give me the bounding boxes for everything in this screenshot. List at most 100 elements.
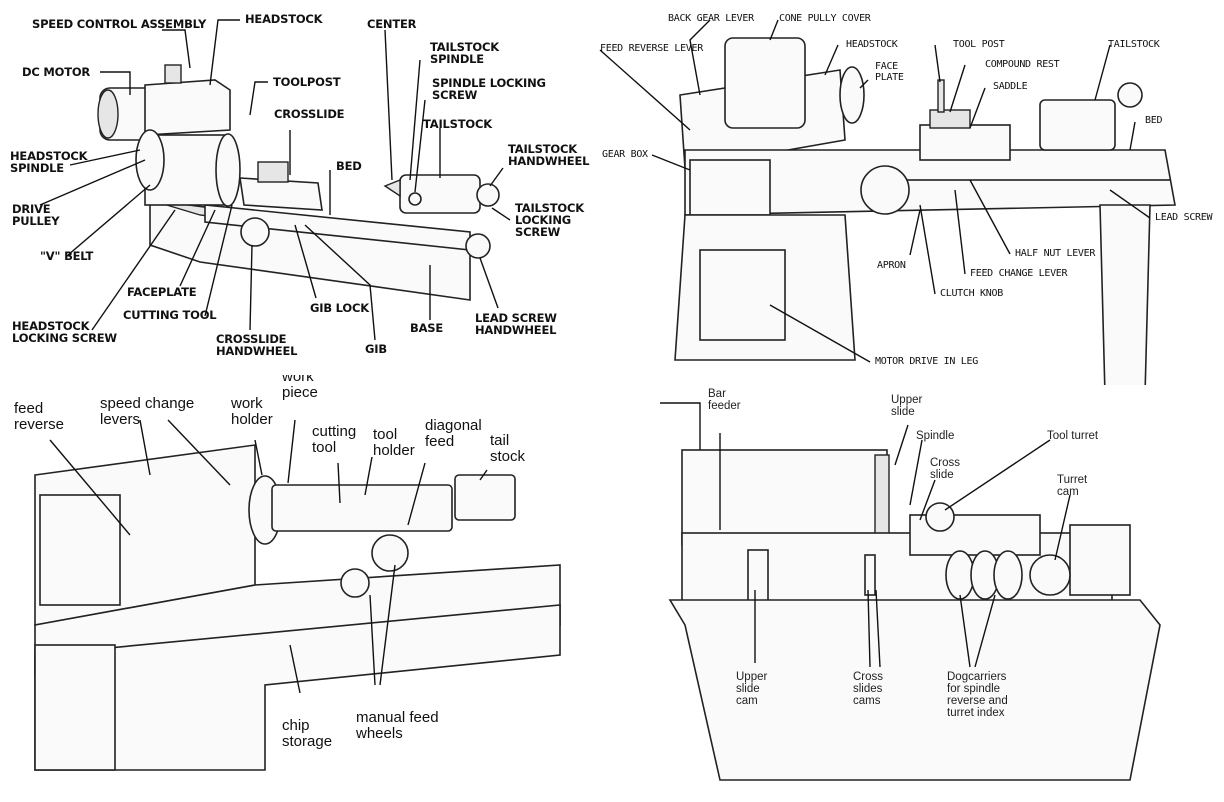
label-cutting-tool: CUTTING TOOL	[123, 308, 217, 322]
label-tool-post: TOOL POST	[953, 39, 1005, 50]
label-motor-drive-in-leg: MOTOR DRIVE IN LEG	[875, 356, 978, 367]
manual-feed-wheel-1	[371, 534, 409, 572]
label-tailstock-locking-screw: TAILSTOCK LOCKING SCREW	[515, 201, 584, 240]
label-speed-control-assembly: SPEED CONTROL ASSEMBLY	[32, 17, 207, 31]
label-lead-screw: LEAD SCREW	[1155, 212, 1213, 223]
label-compound-rest: COMPOUND REST	[985, 59, 1060, 70]
label-upper-slide-cam: Upper slide cam	[736, 671, 768, 708]
label-tail-stock: tail stock	[490, 432, 526, 465]
label-cone-pully-cover: CONE PULLY COVER	[779, 13, 871, 24]
label-crosslide-handwheel: CROSSLIDE HANDWHEEL	[216, 332, 298, 359]
face-plate-disc	[839, 66, 865, 124]
label-headstock-locking-screw: HEADSTOCK LOCKING SCREW	[12, 319, 117, 346]
label-cross-slides-cams: Cross slides cams	[853, 671, 884, 708]
faceplate-disc	[215, 133, 241, 207]
speed-control-box	[144, 79, 231, 136]
label-clutch-knob: CLUTCH KNOB	[940, 288, 1003, 299]
label-upper-slide: Upper slide	[891, 394, 923, 419]
dogcarrier-3	[993, 550, 1023, 600]
label-headstock: HEADSTOCK	[245, 12, 323, 26]
tailstock-handwheel-wheel	[476, 183, 500, 207]
screw-machine-panel: Bar feeder Upper slide Spindle Tool turr…	[640, 385, 1224, 802]
label-diagonal-feed: diagonal feed	[425, 417, 482, 450]
label-gib-lock: GIB LOCK	[310, 301, 369, 315]
upper-housing	[681, 449, 888, 546]
label-back-gear-lever: BACK GEAR LEVER	[668, 13, 754, 24]
lead-screw-handwheel-wheel	[465, 233, 491, 259]
modern-lathe-drawing	[34, 419, 561, 771]
center-point	[383, 178, 401, 198]
label-feed-reverse-lever: FEED REVERSE LEVER	[600, 43, 703, 54]
label-bar-feeder: Bar feeder	[708, 388, 741, 413]
engine-lathe-panel: BACK GEAR LEVER CONE PULLY COVER FEED RE…	[590, 0, 1224, 385]
label-gear-box: GEAR BOX	[602, 149, 648, 160]
label-tailstock: TAILSTOCK	[423, 117, 492, 131]
label-manual-feed-wheels: manual feed wheels	[356, 709, 439, 742]
label-faceplate: FACEPLATE	[127, 285, 197, 299]
label-bed: BED	[336, 159, 362, 173]
label-turret-cam: Turret cam	[1057, 474, 1088, 499]
label-lead-screw-handwheel: LEAD SCREW HANDWHEEL	[475, 311, 557, 338]
tailstock-housing	[1039, 99, 1116, 151]
label-feed-change-lever: FEED CHANGE LEVER	[970, 268, 1068, 279]
label-speed-change-levers: speed change levers	[100, 395, 195, 428]
label-work-holder: work holder	[231, 395, 273, 428]
label-tailstock-spindle: TAILSTOCK SPINDLE	[430, 40, 499, 67]
cone-pulley-cover-body	[724, 37, 806, 129]
bench-lathe-panel: SPEED CONTROL ASSEMBLY HEADSTOCK DC MOTO…	[0, 0, 590, 375]
label-spindle: Spindle	[916, 430, 955, 442]
tool-turret-block	[1069, 524, 1131, 596]
motor-door	[699, 249, 786, 341]
label-headstock-spindle: HEADSTOCK SPINDLE	[10, 149, 88, 176]
label-chip-storage: chip storage	[282, 717, 333, 750]
screw-machine-drawing	[660, 402, 1161, 781]
label-feed-reverse: feed reverse	[14, 400, 65, 433]
label-saddle: SADDLE	[993, 81, 1028, 92]
label-work-piece: work piece	[282, 375, 318, 401]
label-face-plate: FACE PLATE	[875, 61, 904, 83]
crosslide-handwheel-wheel	[240, 217, 270, 247]
label-headstock-tr: HEADSTOCK	[846, 39, 898, 50]
label-tool-turret: Tool turret	[1047, 430, 1099, 442]
label-crosslide: CROSSLIDE	[274, 107, 345, 121]
tool-turret-disc	[925, 502, 955, 532]
right-leg	[1099, 204, 1151, 385]
headstock-side	[39, 494, 121, 606]
label-drive-pulley: DRIVE PULLEY	[12, 202, 60, 229]
label-dc-motor: DC MOTOR	[22, 65, 91, 79]
manual-feed-wheel-2	[340, 568, 370, 598]
saddle-block	[919, 124, 1011, 161]
label-tailstock-handwheel: TAILSTOCK HANDWHEEL	[508, 142, 590, 169]
turret-cam-disc	[1029, 554, 1071, 596]
dogcarrier-1	[945, 550, 975, 600]
label-v-belt: "V" BELT	[40, 249, 94, 263]
label-cutting-tool-bl: cutting tool	[312, 423, 357, 456]
label-dogcarriers: Dogcarriers for spindle reverse and turr…	[947, 671, 1008, 720]
toolpost-block	[257, 161, 289, 183]
drive-pulley-wheel	[135, 129, 165, 191]
label-base: BASE	[410, 321, 444, 335]
tailstock-wheel	[1117, 82, 1143, 108]
left-pedestal	[34, 644, 116, 771]
bench-lathe-drawing	[39, 19, 511, 341]
compound-rest-block	[929, 109, 971, 129]
workpiece-bar	[271, 484, 453, 532]
crosslide-block	[239, 177, 323, 211]
label-bed-tr: BED	[1145, 115, 1163, 126]
label-gib: GIB	[365, 342, 387, 356]
label-toolpost: TOOLPOST	[273, 75, 341, 89]
tailstock-housing-bl	[454, 474, 516, 521]
apron-handwheel	[860, 165, 910, 215]
tool-post-pin	[937, 79, 945, 113]
modern-lathe-panel: feed reverse speed change levers work ho…	[0, 375, 600, 802]
label-apron: APRON	[877, 260, 906, 271]
gear-box-housing	[689, 159, 771, 216]
cross-slides-cam-block	[864, 554, 876, 596]
label-half-nut-lever: HALF NUT LEVER	[1015, 248, 1096, 259]
engine-lathe-drawing	[599, 19, 1176, 385]
machine-base-tray	[668, 599, 1161, 781]
label-tailstock-tr: TAILSTOCK	[1108, 39, 1160, 50]
label-center: CENTER	[367, 17, 417, 31]
label-tool-holder: tool holder	[373, 426, 415, 459]
label-spindle-locking-screw: SPINDLE LOCKING SCREW	[432, 76, 546, 103]
